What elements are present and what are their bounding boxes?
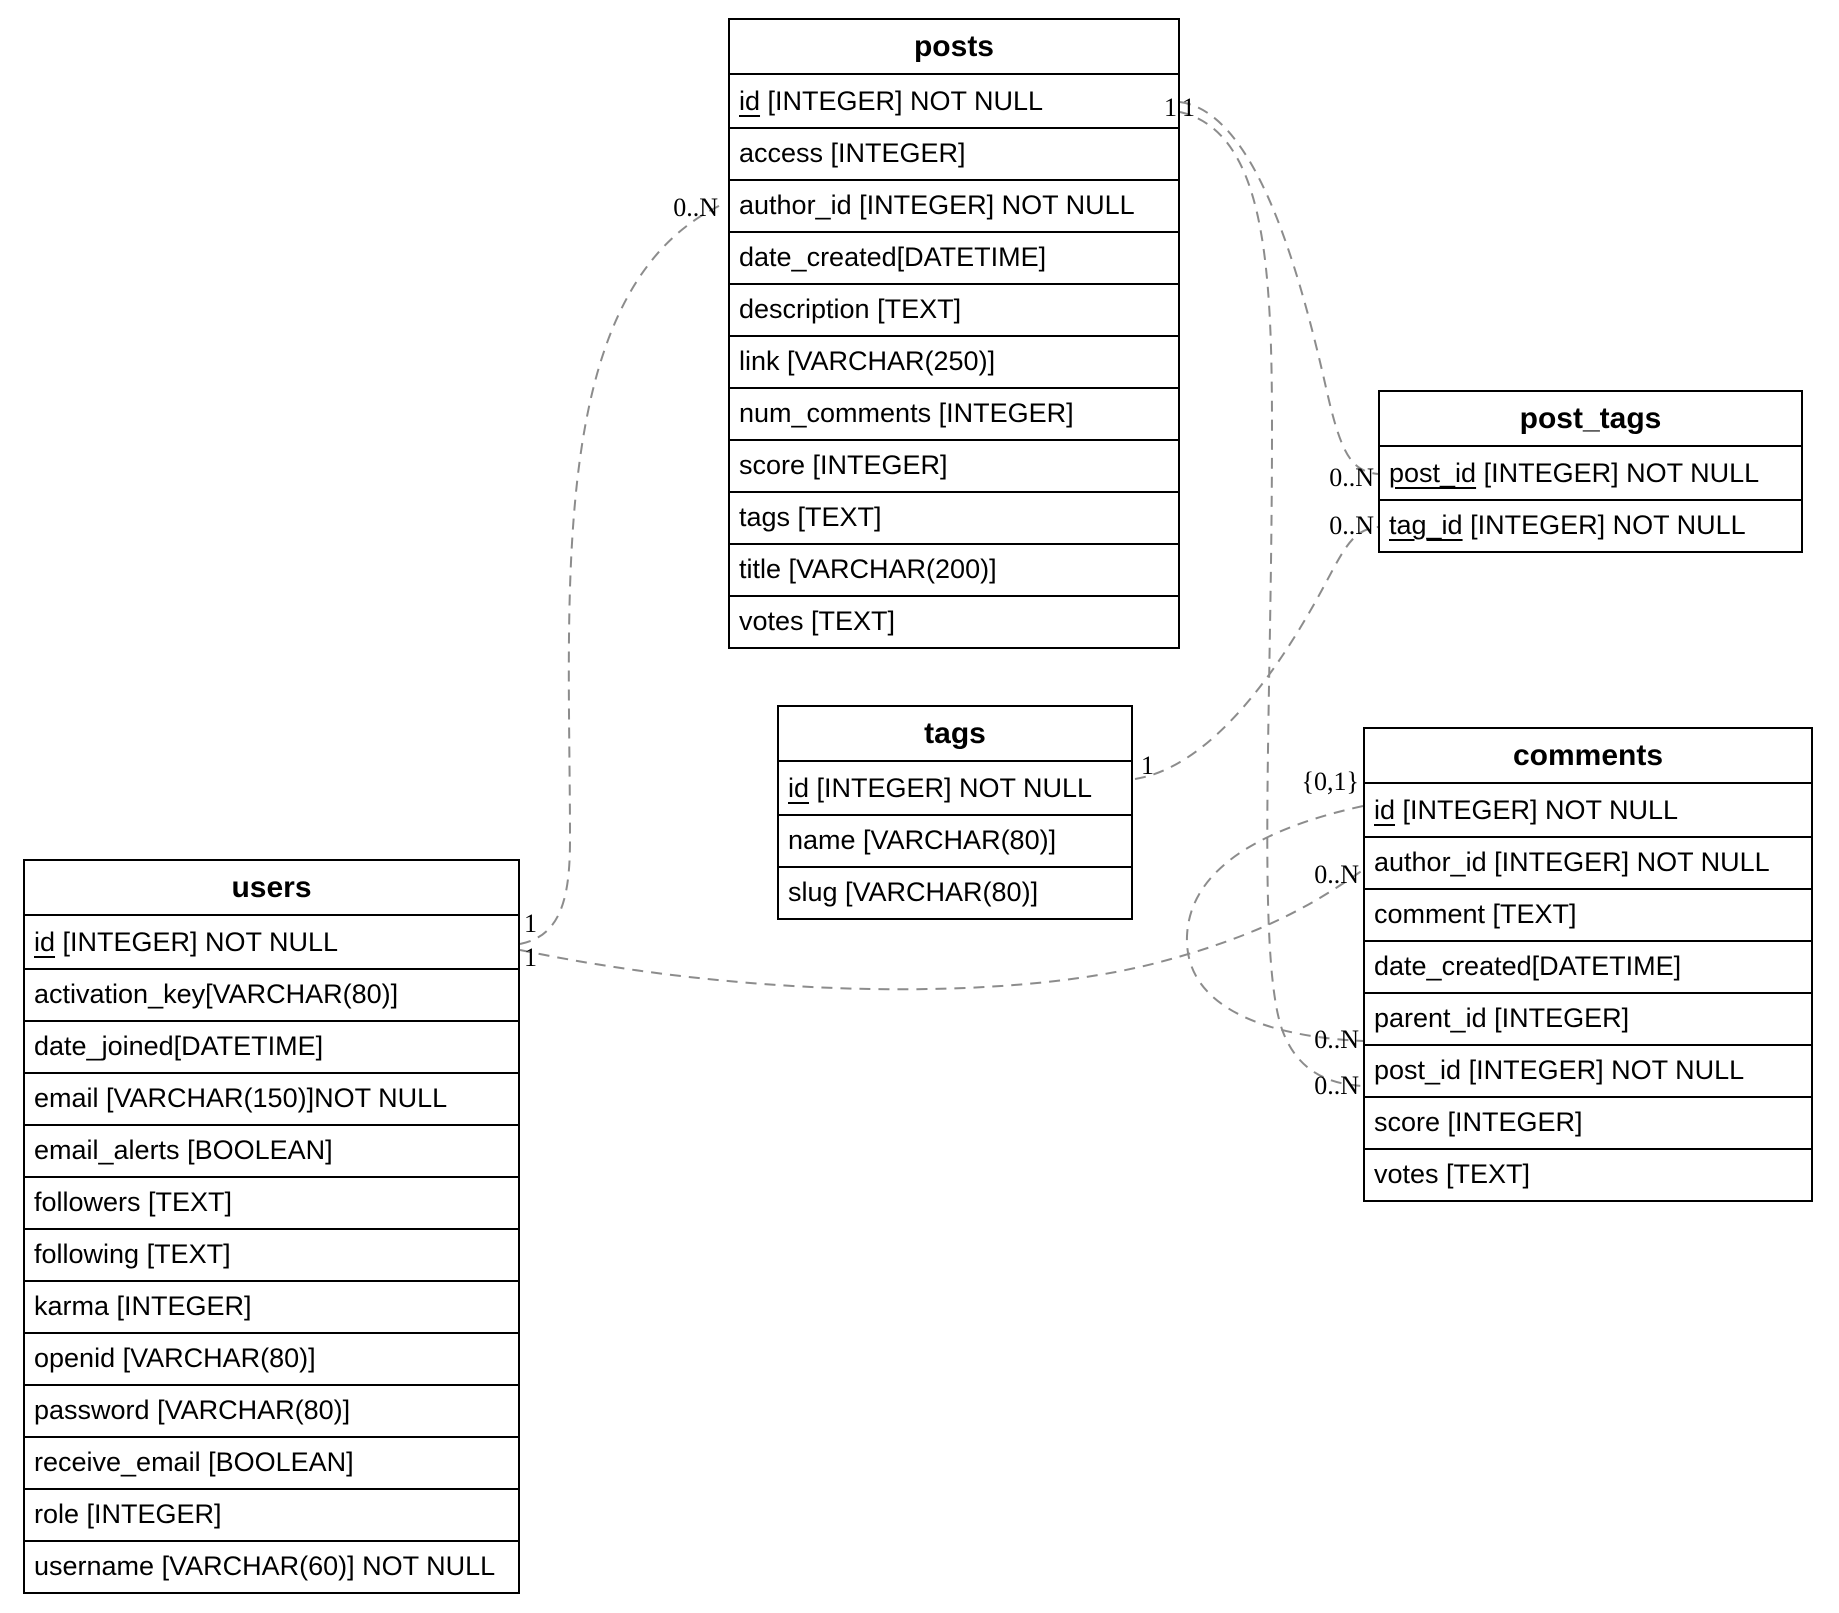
table-row: title [VARCHAR(200)] <box>730 543 1178 595</box>
table-row: tag_id [INTEGER] NOT NULL <box>1380 499 1801 551</box>
entity-comments-title: comments <box>1365 729 1811 784</box>
table-row: id [INTEGER] NOT NULL <box>34 927 339 957</box>
entity-tags-title: tags <box>779 707 1131 762</box>
cardinality-posts-author: 0..N <box>673 193 718 222</box>
edge-tags-posttags <box>1134 526 1379 780</box>
cardinality-posts-id-right: 1 <box>1182 93 1195 122</box>
entity-tags: tags id [INTEGER] NOT NULL name [VARCHAR(… <box>777 705 1133 920</box>
table-row: username [VARCHAR(60)] NOT NULL <box>25 1540 518 1592</box>
entity-posts-title: posts <box>730 20 1178 75</box>
table-row: activation_key[VARCHAR(80)] <box>25 968 518 1020</box>
table-row: name [VARCHAR(80)] <box>779 814 1131 866</box>
table-row: score [INTEGER] <box>730 439 1178 491</box>
table-row: date_created[DATETIME] <box>1365 940 1811 992</box>
cardinality-comments-parent: 0..N <box>1314 1025 1359 1054</box>
entity-posts: posts id [INTEGER] NOT NULL access [INTEG… <box>728 18 1180 649</box>
table-row: followers [TEXT] <box>25 1176 518 1228</box>
table-row: votes [TEXT] <box>1365 1148 1811 1200</box>
entity-users: users id [INTEGER] NOT NULL activation_ke… <box>23 859 520 1594</box>
table-row: following [TEXT] <box>25 1228 518 1280</box>
table-row: email_alerts [BOOLEAN] <box>25 1124 518 1176</box>
edge-posts-posttags <box>1179 101 1379 475</box>
entity-users-title: users <box>25 861 518 916</box>
table-row: openid [VARCHAR(80)] <box>25 1332 518 1384</box>
table-row: tags [TEXT] <box>730 491 1178 543</box>
table-row: link [VARCHAR(250)] <box>730 335 1178 387</box>
table-row: post_id [INTEGER] NOT NULL <box>1389 458 1760 488</box>
table-row: slug [VARCHAR(80)] <box>779 866 1131 918</box>
table-row: date_joined[DATETIME] <box>25 1020 518 1072</box>
entity-tags-rows: id [INTEGER] NOT NULL name [VARCHAR(80)]s… <box>779 762 1131 918</box>
entity-comments-rows: id [INTEGER] NOT NULL author_id [INTEGER]… <box>1365 784 1811 1200</box>
entity-comments: comments id [INTEGER] NOT NULL author_id … <box>1363 727 1813 1202</box>
table-row: id [INTEGER] NOT NULL <box>739 86 1044 116</box>
table-row: password [VARCHAR(80)] <box>25 1384 518 1436</box>
table-row: id [INTEGER] NOT NULL <box>788 773 1093 803</box>
entity-post-tags-title: post_tags <box>1380 392 1801 447</box>
cardinality-posttags-tagid: 0..N <box>1329 511 1374 540</box>
edge-comments-self <box>1185 805 1364 1042</box>
cardinality-posts-id-left: 1 <box>1164 93 1177 122</box>
entity-users-rows: id [INTEGER] NOT NULL activation_key[VARC… <box>25 916 518 1592</box>
cardinality-comments-id: {0,1} <box>1301 767 1359 796</box>
cardinality-tags-id: 1 <box>1141 751 1154 780</box>
edge-posts-comments <box>1179 111 1364 1087</box>
entity-posts-rows: id [INTEGER] NOT NULL access [INTEGER]aut… <box>730 75 1178 647</box>
entity-post-tags: post_tags post_id [INTEGER] NOT NULL tag_… <box>1378 390 1803 553</box>
cardinality-posttags-postid: 0..N <box>1329 463 1374 492</box>
cardinality-users-id-bottom: 1 <box>524 943 537 972</box>
table-row: votes [TEXT] <box>730 595 1178 647</box>
table-row: receive_email [BOOLEAN] <box>25 1436 518 1488</box>
table-row: access [INTEGER] <box>730 127 1178 179</box>
table-row: author_id [INTEGER] NOT NULL <box>1365 836 1811 888</box>
table-row: num_comments [INTEGER] <box>730 387 1178 439</box>
table-row: date_created[DATETIME] <box>730 231 1178 283</box>
table-row: comment [TEXT] <box>1365 888 1811 940</box>
table-row: karma [INTEGER] <box>25 1280 518 1332</box>
table-row: role [INTEGER] <box>25 1488 518 1540</box>
edge-users-posts <box>519 202 726 945</box>
table-row: score [INTEGER] <box>1365 1096 1811 1148</box>
entity-post-tags-rows: post_id [INTEGER] NOT NULL tag_id [INTEGE… <box>1380 447 1801 551</box>
table-row: description [TEXT] <box>730 283 1178 335</box>
table-row: author_id [INTEGER] NOT NULL <box>730 179 1178 231</box>
table-row: parent_id [INTEGER] <box>1365 992 1811 1044</box>
cardinality-users-id-top: 1 <box>524 909 537 938</box>
table-row: post_id [INTEGER] NOT NULL <box>1365 1044 1811 1096</box>
cardinality-comments-post: 0..N <box>1314 1071 1359 1100</box>
cardinality-comments-author: 0..N <box>1314 860 1359 889</box>
table-row: id [INTEGER] NOT NULL <box>1374 795 1679 825</box>
table-row: email [VARCHAR(150)]NOT NULL <box>25 1072 518 1124</box>
